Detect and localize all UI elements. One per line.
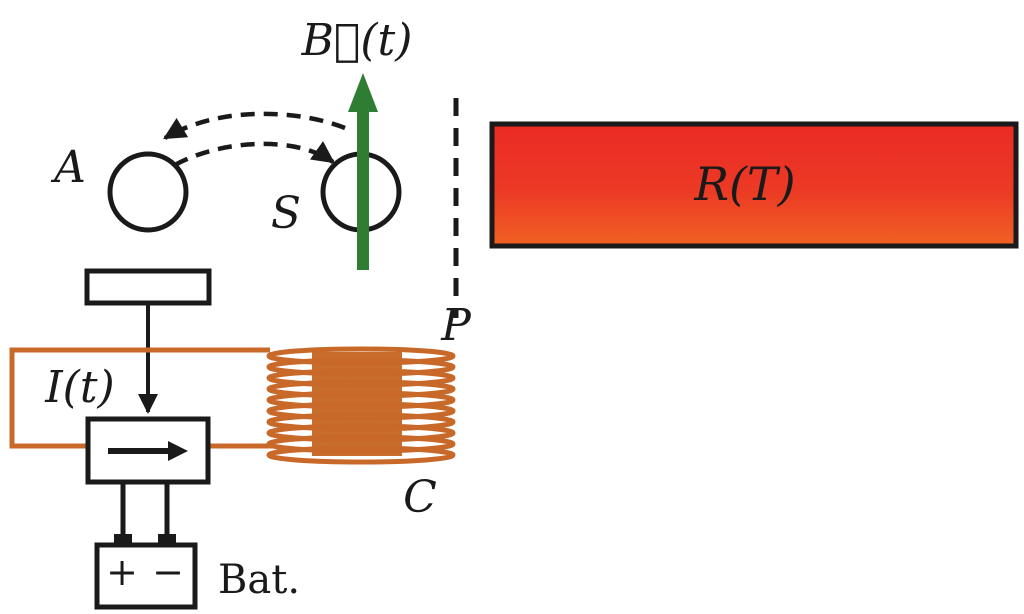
plane-p-label: P [440, 300, 472, 351]
atom-s: S [271, 151, 402, 239]
battery-minus: − [152, 550, 184, 594]
controller [84, 268, 212, 414]
current-label: I(t) [44, 362, 114, 413]
current-loop: I(t) [9, 347, 272, 449]
atom-s-label: S [271, 188, 301, 239]
atom-a: A [50, 142, 189, 233]
battery-label: Bat. [218, 557, 300, 603]
plane-p: P [440, 98, 472, 351]
field-arrow: B⃗(t) [301, 15, 413, 270]
field-label: B⃗(t) [301, 15, 413, 66]
resistor-label: R(T) [693, 157, 795, 211]
atom-a-label: A [50, 142, 86, 193]
coil-label: C [403, 472, 437, 523]
current-source [85, 416, 211, 485]
battery-plus: + [106, 550, 138, 594]
coil: C [266, 346, 456, 523]
battery: + − Bat. [94, 482, 300, 610]
resistor: R(T) [489, 121, 1019, 249]
transfer-arcs [163, 111, 346, 167]
